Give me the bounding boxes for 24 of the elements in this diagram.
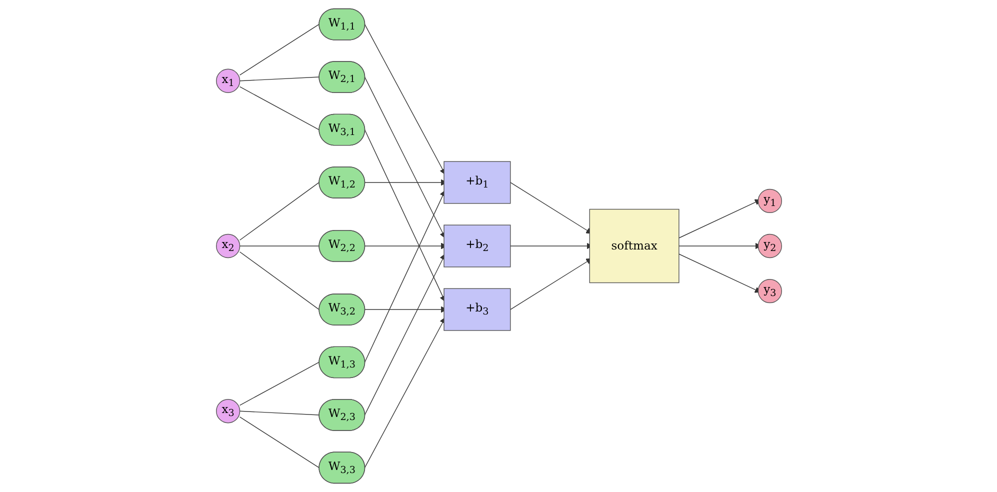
connector <box>238 410 319 416</box>
node-circle: y$_{1}$ <box>757 188 782 214</box>
connector <box>238 362 319 406</box>
connector <box>238 76 319 82</box>
arrow <box>364 24 446 175</box>
arrow <box>364 254 446 416</box>
arrow <box>364 190 446 363</box>
node-circle: x$_{3}$ <box>216 399 240 424</box>
connector <box>238 416 319 468</box>
connector <box>238 86 319 130</box>
connector <box>238 182 319 240</box>
node-box: +b$_{3}$ <box>443 288 510 331</box>
arrow <box>364 317 446 468</box>
connector <box>238 24 319 76</box>
node-box: softmax <box>588 208 679 284</box>
arrow <box>364 129 446 302</box>
node-box: +b$_{1}$ <box>443 161 510 204</box>
node-box: +b$_{2}$ <box>443 224 510 268</box>
connector <box>238 252 319 310</box>
node-circle: x$_{1}$ <box>216 68 240 93</box>
node-circle: y$_{2}$ <box>757 234 782 258</box>
arrow <box>364 76 446 238</box>
node-circle: x$_{2}$ <box>216 234 240 258</box>
node-circle: y$_{3}$ <box>757 278 782 304</box>
